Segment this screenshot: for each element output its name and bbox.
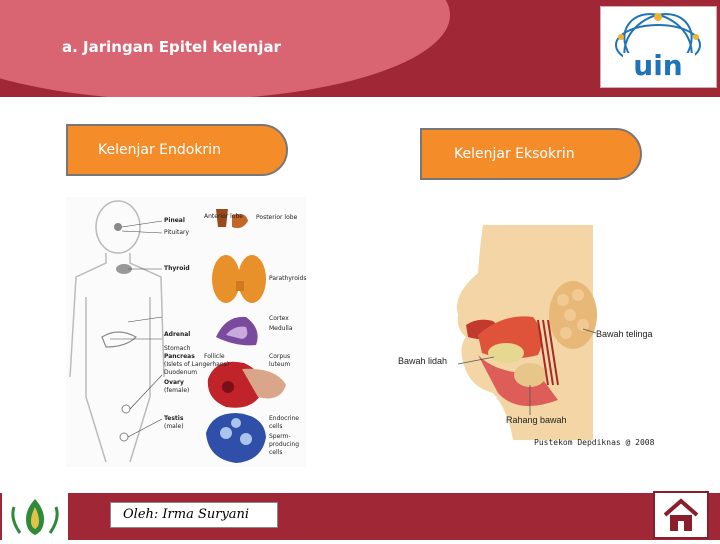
emblem-logo (2, 493, 68, 540)
uin-logo-icon: uin (601, 7, 716, 87)
label-parathyroids: Parathyroids (269, 275, 306, 282)
label-pituitary: Pituitary (164, 229, 189, 236)
home-button[interactable] (653, 491, 709, 539)
footer-bar (0, 493, 720, 540)
home-icon (655, 493, 707, 537)
label-cells-2: cells (269, 449, 282, 456)
label-bawah-telinga: Bawah telinga (596, 329, 653, 339)
label-thyroid: Thyroid (164, 265, 190, 272)
label-pancreas: Pancreas (164, 353, 195, 360)
label-male: (male) (164, 423, 184, 430)
label-anterior-lobe: Anterior lobe (204, 213, 243, 220)
pill-kelenjar-eksokrin: Kelenjar Eksokrin (420, 128, 642, 180)
label-corpus: Corpus (269, 353, 290, 360)
svg-text:uin: uin (633, 49, 682, 82)
label-bawah-lidah: Bawah lidah (398, 356, 447, 366)
label-follicle: Follicle (204, 353, 225, 360)
label-duodenum: Duodenum (164, 369, 197, 376)
label-endocrine: Endocrine (269, 415, 299, 422)
exocrine-diagram: Bawah telinga Bawah lidah Rahang bawah (398, 225, 668, 465)
label-pineal: Pineal (164, 217, 185, 224)
author-text: Oleh: Irma Suryani (123, 507, 249, 522)
label-female: (female) (164, 387, 189, 394)
label-islets: (Islets of Langerhans) (164, 361, 229, 368)
label-sperm: Sperm- (269, 433, 291, 440)
image-credit: Pustekom Depdiknas @ 2008 (534, 438, 654, 447)
label-testis: Testis (164, 415, 183, 422)
label-cortex: Cortex (269, 315, 289, 322)
label-medulla: Medulla (269, 325, 293, 332)
label-adrenal: Adrenal (164, 331, 190, 338)
label-cells: cells (269, 423, 282, 430)
label-luteum: luteum (269, 361, 290, 368)
author-box: Oleh: Irma Suryani (110, 502, 278, 528)
label-stomach: Stomach (164, 345, 190, 352)
label-producing: producing (269, 441, 299, 448)
pill-eksokrin-label: Kelenjar Eksokrin (454, 146, 575, 162)
label-rahang-bawah: Rahang bawah (506, 415, 567, 425)
label-ovary: Ovary (164, 379, 184, 386)
label-posterior-lobe: Posterior lobe (256, 214, 297, 221)
slide-title: a. Jaringan Epitel kelenjar (62, 38, 281, 56)
pill-endokrin-label: Kelenjar Endokrin (98, 142, 221, 158)
pill-kelenjar-endokrin: Kelenjar Endokrin (66, 124, 288, 176)
endocrine-diagram: Anterior lobe Posterior lobe Pineal Pitu… (66, 197, 306, 467)
uin-logo: uin (600, 6, 717, 88)
emblem-icon (2, 493, 68, 540)
